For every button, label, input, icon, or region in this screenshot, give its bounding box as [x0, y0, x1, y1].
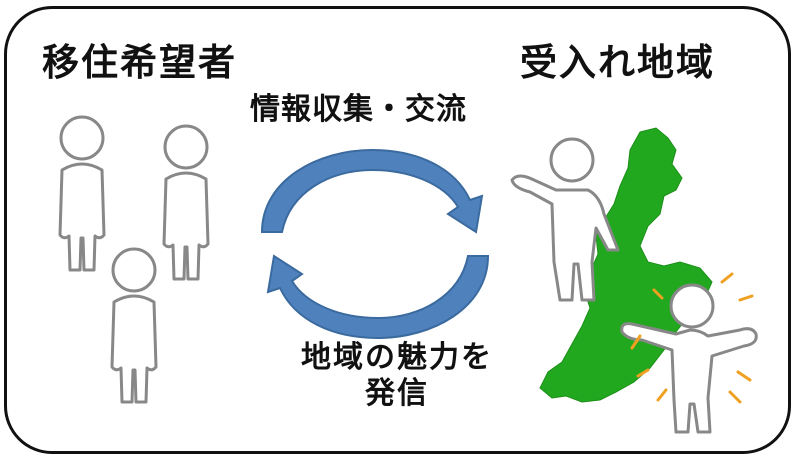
- person-figure-2: [162, 124, 210, 281]
- bottom-arrow-caption: 地域の魅力を 発信: [232, 340, 562, 412]
- person-figure-3: [110, 247, 158, 404]
- sparkle-marks: [630, 272, 754, 404]
- cycle-arrows: [260, 148, 490, 340]
- left-group-title: 移住希望者: [42, 41, 237, 84]
- arrow-top: [260, 148, 484, 234]
- bottom-caption-line-2: 発信: [365, 376, 429, 411]
- person-figure-welcome: [620, 283, 758, 434]
- arrow-bottom: [266, 254, 490, 340]
- right-group-title: 受入れ地域: [520, 41, 715, 84]
- bottom-caption-line-1: 地域の魅力を: [301, 340, 493, 375]
- person-figure-1: [58, 115, 106, 272]
- person-figure-guide: [510, 137, 620, 302]
- top-arrow-caption: 情報収集・交流: [250, 92, 467, 127]
